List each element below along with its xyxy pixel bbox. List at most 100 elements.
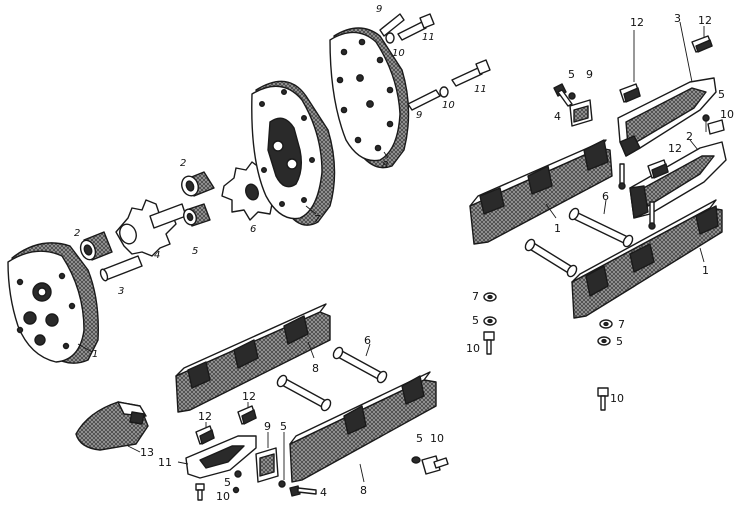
bottom-washer-10a (195, 483, 240, 501)
label-right-pad-top-left: 12 (630, 16, 644, 29)
right-washer-10 (707, 119, 725, 135)
bottom-pad-12a (195, 422, 215, 445)
right-pad-top-left (619, 30, 641, 103)
pump-bushing-lower (79, 231, 113, 261)
label-bottom-washer-10a: 10 (216, 490, 230, 503)
label-pump-driven-gear: 6 (250, 224, 256, 235)
label-right-bolt-10b: 10 (610, 392, 624, 405)
right-screw-4 (553, 83, 573, 107)
right-bolt-10a (483, 331, 495, 355)
right-pad-top-right (691, 26, 713, 53)
label-pump-pin-mid: 9 (416, 110, 422, 121)
label-right-nut-5d: 5 (616, 335, 623, 348)
right-nut-5c (483, 316, 497, 326)
bottom-nut-5b (278, 432, 286, 488)
label-right-rail-1-left: 1 (554, 222, 561, 235)
pump-cover-plate (7, 242, 99, 364)
label-bottom-toe-13: 13 (140, 446, 154, 459)
label-bottom-shoe-9: 9 (264, 420, 271, 433)
pump-bolt-mid (451, 59, 491, 87)
right-washer-7b (599, 319, 613, 329)
bottom-assembly-group: 8 6 12 12 (75, 303, 449, 503)
label-pump-shaft: 3 (118, 286, 124, 297)
pump-driving-gear (115, 199, 187, 257)
pump-washer-mid (439, 86, 449, 98)
label-pump-pin-top: 9 (376, 4, 382, 15)
label-pump-gear-housing: 7 (314, 214, 321, 225)
label-bottom-rail-8-top: 8 (312, 362, 319, 375)
bottom-bracket-11 (177, 435, 257, 479)
label-bottom-bracket-11: 11 (158, 456, 172, 469)
bottom-rail-8-top (175, 303, 331, 413)
label-right-washer-10: 10 (720, 108, 734, 121)
label-bottom-nut-5b: 5 (280, 420, 287, 433)
label-right-washer-7b: 7 (618, 318, 625, 331)
label-bottom-pad-12a: 12 (198, 410, 212, 423)
label-bottom-screw-4: 4 (320, 486, 327, 499)
pump-washer-top (385, 32, 395, 44)
pump-end-plate (329, 27, 410, 169)
label-right-pad-mid: 12 (668, 142, 682, 155)
label-right-nut-5b: 5 (718, 88, 725, 101)
label-bottom-bolt-10: 10 (430, 432, 444, 445)
label-right-rod-6: 6 (602, 190, 609, 203)
pump-shaft (99, 255, 143, 282)
pump-bushing-small (183, 203, 211, 227)
label-pump-bushing-upper: 2 (180, 158, 186, 169)
right-assembly-group: 12 12 3 4 5 9 (466, 12, 734, 411)
bottom-rail-8-bottom (289, 371, 437, 483)
right-washer-7a (483, 292, 497, 302)
right-rail-1-right (571, 199, 723, 319)
bottom-shoe-9 (255, 432, 279, 483)
label-right-pad-top-right: 12 (698, 14, 712, 27)
bottom-screw-4 (289, 485, 317, 497)
right-bolt-under-plate (618, 163, 656, 230)
label-pump-washer-mid: 10 (442, 100, 455, 111)
label-right-side-plate: 3 (674, 12, 681, 25)
pump-pin-mid (407, 89, 441, 111)
right-side-plate (617, 21, 717, 157)
label-pump-driving-gear: 4 (154, 250, 160, 261)
label-pump-bolt-top: 11 (422, 32, 435, 43)
right-rail-1-left (469, 139, 613, 245)
right-nut-5a (568, 92, 576, 100)
right-shoe-9 (569, 99, 593, 127)
label-right-bracket-2: 2 (686, 130, 693, 143)
label-right-washer-7a: 7 (472, 290, 479, 303)
label-pump-bolt-mid: 11 (474, 84, 487, 95)
bottom-nut-5a (234, 470, 242, 478)
label-right-bolt-10a: 10 (466, 342, 480, 355)
label-pump-cover-plate: 1 (92, 349, 98, 360)
label-bottom-nut-5c: 5 (416, 432, 423, 445)
bottom-nut-5c (411, 456, 421, 464)
label-bottom-pad-12b: 12 (242, 390, 256, 403)
right-bolt-10b (597, 387, 609, 411)
right-nut-5b (702, 114, 710, 132)
label-bottom-nut-5a: 5 (224, 476, 231, 489)
bottom-toe-13 (75, 401, 149, 453)
right-nut-5d (597, 336, 611, 346)
label-pump-washer-top: 10 (392, 48, 405, 59)
bottom-rod-6 (276, 343, 388, 412)
right-rod-6 (524, 199, 634, 278)
pump-bolt-top (397, 13, 435, 41)
pump-bushing-upper (181, 171, 215, 197)
pump-group: 1 2 3 4 2 (7, 4, 491, 364)
label-bottom-rod-6: 6 (364, 334, 371, 347)
label-right-nut-5c: 5 (472, 314, 479, 327)
pump-pin-top (379, 13, 405, 37)
bottom-pad-12b (237, 402, 257, 425)
label-pump-bushing-lower: 2 (74, 228, 80, 239)
label-bottom-rail-8-bottom: 8 (360, 484, 367, 497)
label-right-nut-5a: 5 (568, 68, 575, 81)
bottom-bolt-10 (421, 455, 449, 475)
right-pad-mid (647, 159, 669, 179)
pump-gear-housing (251, 80, 336, 226)
label-right-shoe-9: 9 (586, 68, 593, 81)
label-right-screw-4: 4 (554, 110, 561, 123)
label-right-rail-1-right: 1 (702, 264, 709, 277)
label-pump-end-plate: 8 (382, 160, 388, 171)
right-bracket-2 (629, 139, 727, 219)
label-pump-bushing-small: 5 (192, 246, 198, 257)
